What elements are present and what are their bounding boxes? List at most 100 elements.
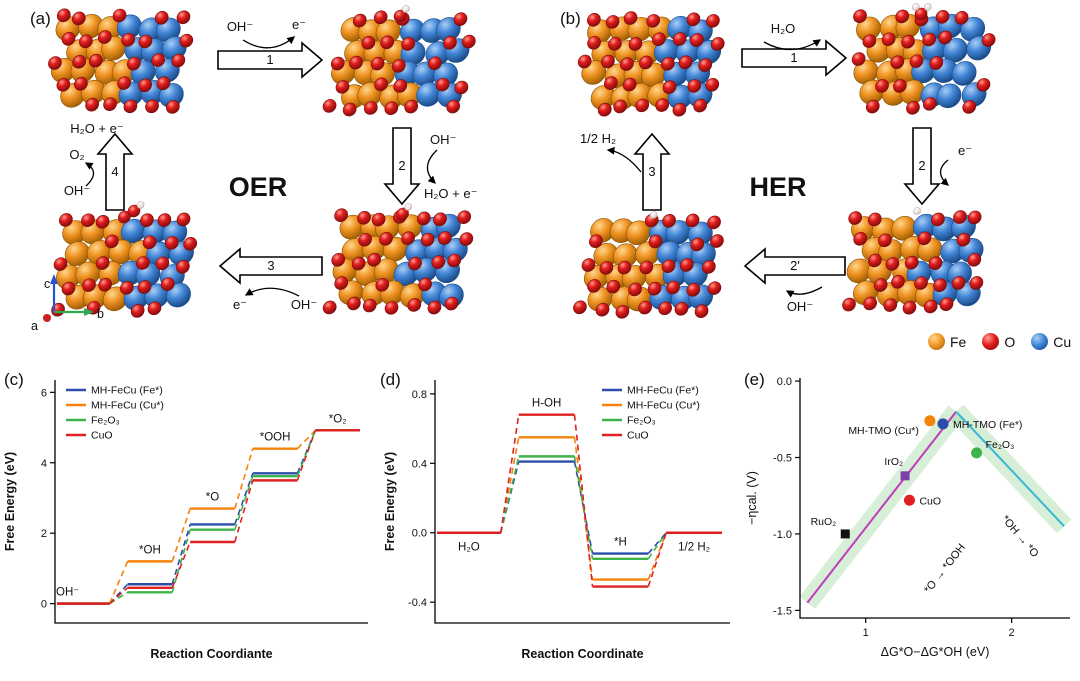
o-atom (136, 256, 150, 270)
step-label: *O₂ (329, 413, 347, 425)
b-step3-product: 1/2 H₂ (580, 131, 616, 146)
block-arrow-b3 (633, 132, 671, 211)
atomic-cluster (573, 211, 724, 319)
o-atom (710, 234, 724, 248)
adsorbate-o (118, 210, 131, 224)
o-atom (865, 99, 880, 114)
o-atom (418, 277, 432, 292)
y-tick-label: 0.4 (412, 458, 427, 470)
o-atom (863, 296, 877, 311)
o-atom (853, 232, 868, 246)
oer-title: OER (229, 172, 288, 202)
o-atom (435, 77, 450, 92)
o-atom (428, 56, 442, 71)
o-atom (48, 56, 62, 70)
o-atom (951, 276, 966, 290)
o-atom (862, 34, 877, 48)
o-atom (922, 32, 936, 47)
y-axis-label: Free Energy (eV) (383, 452, 397, 551)
o-atom (895, 9, 910, 24)
step-connector (647, 532, 667, 555)
o-atom (433, 212, 447, 227)
axis-b-label: b (97, 307, 104, 321)
legend-label: CuO (91, 430, 113, 442)
o-atom (891, 275, 905, 289)
o-atom (103, 97, 117, 111)
o-atom (56, 78, 71, 92)
o-atom (914, 276, 928, 290)
o-atom (401, 37, 416, 51)
o-atom (85, 97, 99, 112)
o-atom (883, 298, 898, 312)
o-atom (347, 296, 361, 311)
o-atom (408, 256, 422, 271)
a-step4-reactant-oh: OH⁻ (64, 183, 90, 198)
o-atom (981, 33, 996, 47)
o-atom (690, 33, 704, 47)
o-atom (962, 100, 977, 114)
o-atom (917, 231, 932, 246)
axis-frame (434, 380, 730, 624)
o-atom (976, 78, 991, 92)
o-atom (362, 298, 377, 313)
o-atom (890, 55, 905, 69)
o-atom (453, 12, 468, 26)
step-connector (109, 587, 129, 605)
o-atom (444, 296, 459, 311)
y-tick-label: -1.5 (773, 605, 792, 617)
o-atom (371, 212, 386, 227)
o-atom (635, 98, 650, 113)
y-axis-label: −ηcal. (V) (745, 471, 759, 525)
axis-a-label: a (31, 319, 38, 333)
point-label: MH-TMO (Fe*) (953, 419, 1022, 431)
o-atom (685, 213, 700, 228)
o-atom (693, 98, 707, 113)
b-step3-number: 3 (648, 164, 655, 179)
step-label: OH⁻ (56, 587, 79, 599)
o-atom (431, 255, 446, 269)
o-atom (330, 56, 345, 71)
step-connector (171, 524, 191, 585)
o-atom (601, 54, 615, 69)
step-connector (171, 541, 191, 589)
step-connector (108, 561, 129, 604)
o-atom (95, 256, 110, 270)
o-atom (391, 59, 406, 73)
curved-reaction-arrow (939, 159, 949, 186)
o-atom (127, 56, 141, 71)
scatter-point (971, 447, 983, 459)
o-atom (367, 252, 381, 267)
step-connector (234, 480, 254, 543)
step-connector (234, 473, 254, 525)
o-atom (342, 102, 357, 117)
y-tick-label: 2 (41, 528, 47, 540)
o-atom (443, 36, 457, 50)
o-atom (648, 234, 663, 249)
y-tick-label: 4 (41, 458, 47, 470)
o-atom (74, 77, 88, 91)
panel-b-label: (b) (560, 9, 581, 28)
o-atom (967, 210, 982, 225)
o-atom (462, 34, 476, 49)
scatter-point (840, 529, 850, 539)
legend-label: CuO (627, 430, 649, 442)
x-axis-label: Reaction Coordiante (150, 647, 272, 661)
step-label: H-OH (532, 398, 561, 410)
a-step4-reactant: H₂O + e⁻ (70, 121, 123, 136)
annotation: *O → *OOH (922, 542, 968, 596)
o-atom (666, 280, 680, 295)
y-tick-label: -0.4 (408, 597, 427, 609)
block-arrow-a4 (96, 132, 134, 211)
o-atom (95, 215, 110, 229)
o-atom (156, 76, 171, 91)
o-atom (885, 257, 900, 271)
o-atom (407, 298, 422, 312)
legend-label: Fe₂O₃ (627, 415, 656, 427)
o-atom (334, 276, 349, 290)
o-atom (147, 301, 162, 316)
o-atom (595, 302, 610, 317)
o-atom (672, 32, 687, 46)
arrows-layer (43, 36, 949, 322)
o-atom (71, 11, 86, 26)
